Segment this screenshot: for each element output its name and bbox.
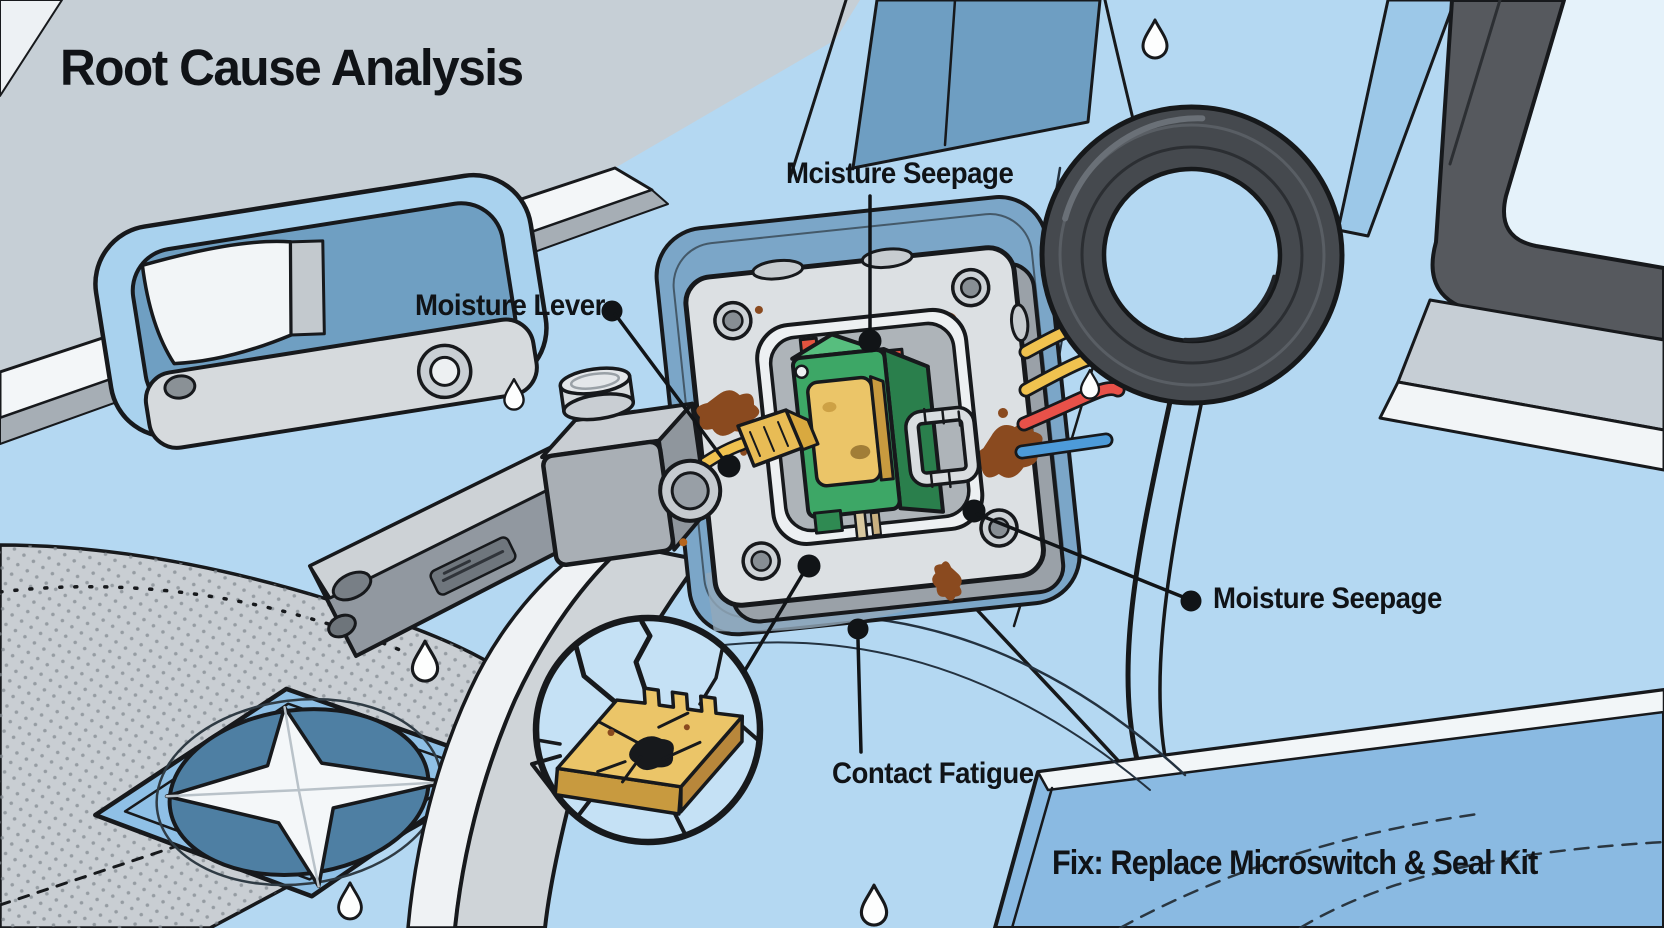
crack-hole <box>629 736 674 771</box>
contact-pad <box>806 375 883 488</box>
blue-wire <box>1017 435 1111 457</box>
leader-right <box>975 512 1190 601</box>
rear-window <box>1166 0 1664 472</box>
panel-seam <box>699 641 1151 791</box>
corner-screw <box>949 266 993 310</box>
rubber-seal-ring <box>1039 104 1345 406</box>
page-title: Root Cause Analysis <box>60 39 524 96</box>
corner-screw <box>711 299 755 343</box>
speaker-grille <box>93 686 505 899</box>
callout-moisture-seepage-top: Mcisture Seepage <box>786 157 1014 190</box>
leader-contact <box>856 638 863 754</box>
callout-dot <box>962 499 986 523</box>
quarter-window-strip <box>1336 0 1457 238</box>
switch-pin <box>869 511 883 537</box>
bolt-head <box>1009 303 1030 343</box>
cracked-contact <box>553 686 744 816</box>
callout-contact-fatigue: Contact Fatigue <box>832 757 1034 790</box>
leader-magnifier <box>742 570 806 674</box>
bolt-head <box>860 247 914 270</box>
window-frame <box>1430 0 1664 342</box>
switch-pin <box>853 510 869 541</box>
window-sill-right <box>1396 298 1664 432</box>
door-handle <box>93 172 549 450</box>
callout-moisture-seepage-right: Moisture Seepage <box>1213 582 1442 615</box>
cracked-contact-magnifier <box>530 614 764 846</box>
window-glass <box>1504 0 1664 268</box>
lever-block <box>540 366 723 567</box>
fix-note: Fix: Replace Microswitch & Seal Kit <box>1052 844 1538 882</box>
lever-assembly <box>308 366 723 658</box>
stamped-label <box>429 536 517 596</box>
callout-moisture-lever: Moisture Lever <box>415 289 605 322</box>
microswitch-pcb <box>790 332 981 541</box>
microswitch-assembly <box>683 245 1066 624</box>
leader-lever <box>613 312 728 465</box>
metal-clip <box>904 405 981 489</box>
callout-dot <box>858 329 882 353</box>
callout-dot <box>847 618 869 640</box>
callout-dot <box>1180 590 1202 612</box>
door-frame-top <box>788 0 1190 600</box>
door-panel-bottom-right <box>993 688 1664 928</box>
leader-lines <box>601 194 1202 754</box>
handle-grip <box>140 239 293 366</box>
corner-screw <box>739 539 783 583</box>
bolt-head <box>751 258 805 281</box>
callout-dot <box>717 454 741 478</box>
